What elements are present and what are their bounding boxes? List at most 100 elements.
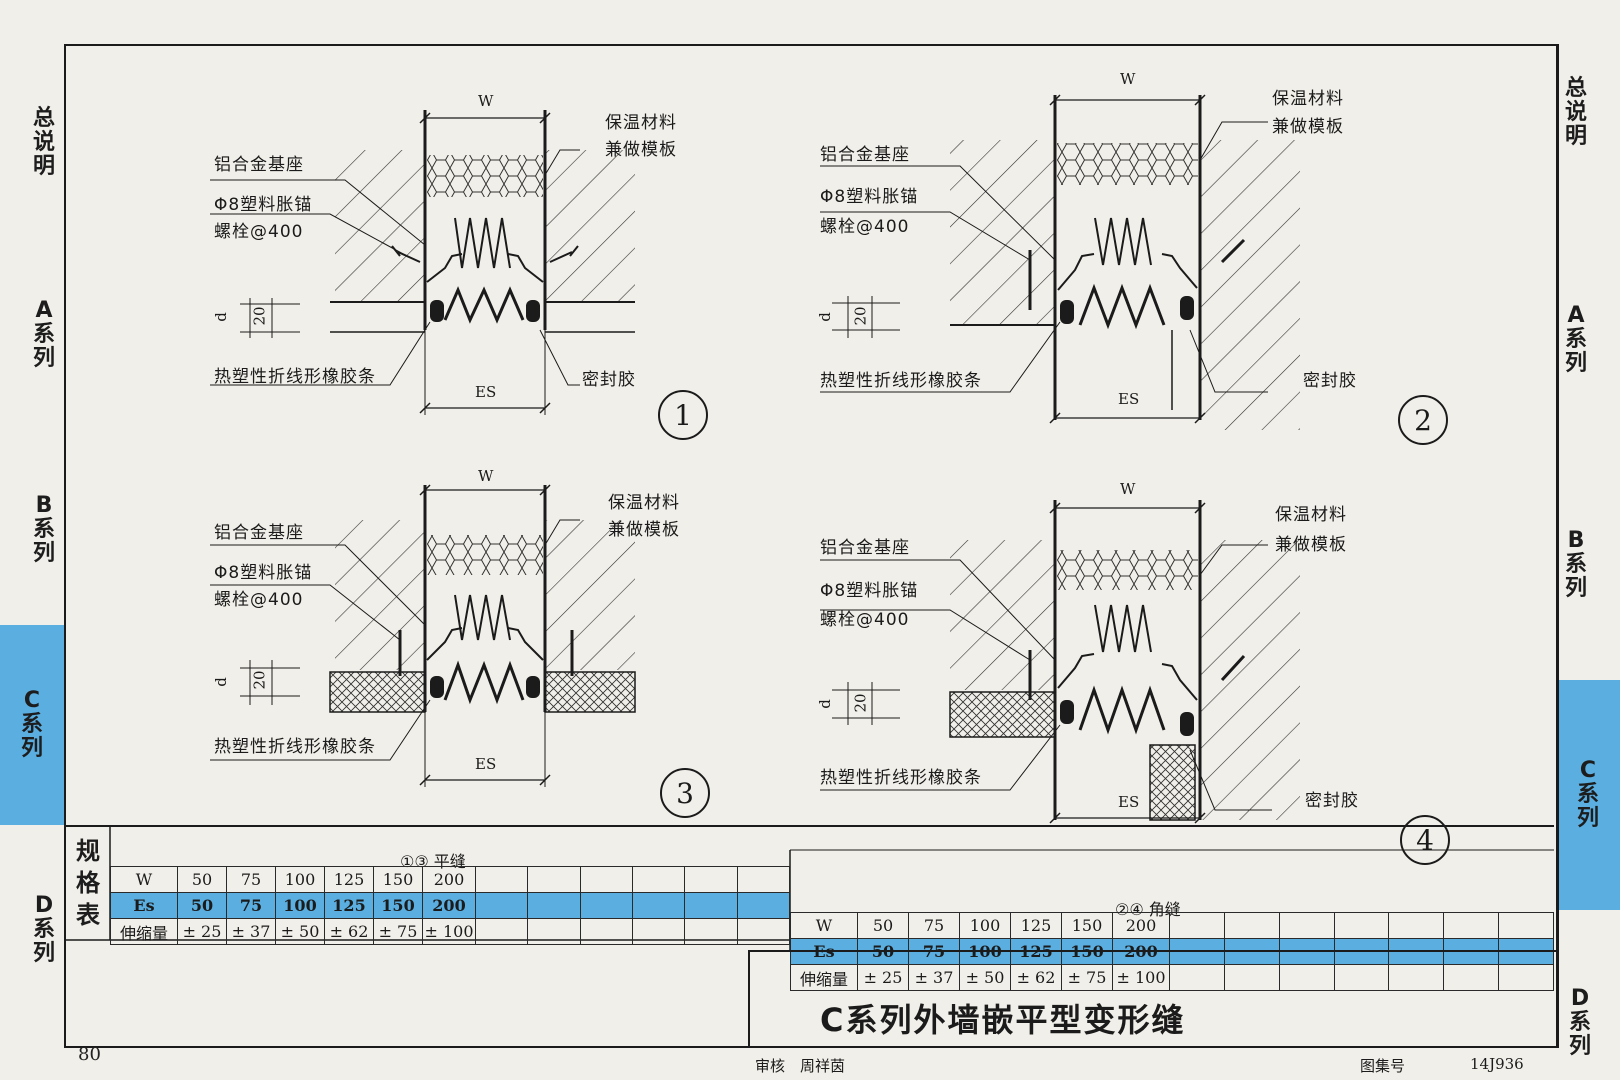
detail-2-insulation (1057, 143, 1198, 185)
table-cell (474, 892, 529, 919)
detail-1-anchor-label-2: 螺栓@400 (214, 222, 304, 242)
table-cell: ± 100 (1112, 964, 1170, 991)
detail-2-sealant-label: 密封胶 (1303, 371, 1357, 391)
detail-1-wall-right (545, 150, 635, 302)
detail-2-number: 2 (1398, 395, 1448, 445)
right-tab-a-series[interactable]: A 系 列 (1556, 295, 1596, 385)
detail-3-anchor-label-2: 螺栓@400 (214, 590, 304, 610)
detail-4-sealant-label: 密封胶 (1305, 791, 1359, 811)
table-cell: 200 (422, 866, 476, 893)
table-cell (1498, 964, 1554, 991)
left-tab-b-series[interactable]: B 系 列 (22, 485, 66, 575)
tab-char: 系 (20, 712, 43, 737)
detail-4-anchor-label-2: 螺栓@400 (820, 610, 910, 630)
flat-joint-table: W 50 75 100 125 150 200 Es 50 75 100 125… (110, 866, 791, 945)
detail-3-wall-left (335, 520, 425, 670)
right-tab-b-series[interactable]: B 系 列 (1556, 520, 1596, 610)
detail-3-number: 3 (660, 768, 710, 818)
tab-char: 说 (32, 129, 55, 155)
table-cell: ± 62 (1010, 964, 1062, 991)
title-block (748, 950, 1556, 1046)
table-cell: ± 37 (226, 918, 276, 945)
table-cell: 200 (1112, 912, 1170, 939)
detail-4-rubber-label: 热塑性折线形橡胶条 (820, 768, 982, 788)
left-tab-c-series[interactable]: C 系 列 (0, 625, 64, 825)
tab-char: 系 (32, 917, 55, 942)
detail-3-finish-right (544, 671, 636, 713)
detail-3-d-dim: d (211, 677, 230, 687)
detail-3-insulation-label-2: 兼做模板 (608, 520, 680, 540)
table-cell (1498, 912, 1554, 939)
table-cell: 150 (1061, 912, 1113, 939)
table-row: 伸缩量 ± 25 ± 37 ± 50 ± 62 ± 75 ± 100 (110, 918, 791, 945)
table-cell (1278, 912, 1335, 939)
table-cell: ± 50 (959, 964, 1011, 991)
table-cell (527, 918, 581, 945)
table-cell (579, 892, 633, 919)
table-cell: ± 100 (422, 918, 476, 945)
detail-1-es-dim: ES (475, 383, 497, 401)
table-cell (474, 866, 529, 893)
tab-char: 列 (1568, 1033, 1591, 1059)
tab-char: 明 (1564, 123, 1587, 149)
table-cell: 50 (177, 892, 227, 919)
tab-char: 系 (32, 517, 55, 542)
left-tab-d-series[interactable]: D 系 列 (22, 885, 66, 975)
tab-char: 明 (32, 153, 55, 179)
left-tab-general[interactable]: 总 说 明 (22, 95, 66, 190)
detail-1-wall-left (335, 150, 425, 302)
table-cell (1278, 964, 1335, 991)
reviewer-name: 周祥茵 (800, 1057, 846, 1075)
right-tab-general[interactable]: 总 说 明 (1556, 65, 1596, 160)
detail-2-anchor-label-1: Φ8塑料胀锚 (820, 187, 919, 207)
tab-char: 系 (32, 322, 55, 347)
tab-char: B (35, 493, 53, 518)
detail-3-graphic (210, 484, 636, 787)
tab-char: C (1579, 758, 1597, 783)
table-cell: 125 (324, 892, 374, 919)
table-cell: 100 (959, 912, 1011, 939)
table-cell (1169, 964, 1225, 991)
detail-2-wall-left (950, 140, 1055, 325)
detail-1-rubber-label: 热塑性折线形橡胶条 (214, 367, 376, 387)
tab-char: 系 (1564, 552, 1587, 577)
table-cell: W (790, 912, 858, 939)
detail-4-insulation (1057, 550, 1198, 590)
detail-2-insulation-label-2: 兼做模板 (1272, 117, 1344, 137)
table-cell (684, 918, 738, 945)
table-cell: ± 50 (275, 918, 325, 945)
table-cell: 75 (908, 912, 960, 939)
table-cell (579, 866, 633, 893)
detail-3-insulation-label-1: 保温材料 (608, 493, 680, 513)
table-cell (579, 918, 633, 945)
table-cell (631, 892, 686, 919)
tab-char: 列 (1564, 351, 1587, 376)
right-tab-d-series[interactable]: D 系 列 (1560, 975, 1600, 1070)
detail-3-wall-right (545, 520, 635, 670)
table-cell: 125 (324, 866, 374, 893)
table-cell: 75 (226, 866, 276, 893)
table-cell (736, 918, 791, 945)
detail-4-graphic (820, 500, 1300, 824)
table-cell (631, 918, 686, 945)
tab-char: 列 (32, 941, 55, 966)
detail-2-rubber-label: 热塑性折线形橡胶条 (820, 371, 982, 391)
detail-4-anchor-label-1: Φ8塑料胀锚 (820, 581, 919, 601)
tab-char: 列 (32, 346, 55, 371)
detail-2-wall-right (1200, 140, 1300, 430)
detail-2-20-dim: 20 (851, 306, 870, 326)
table-cell (1223, 912, 1280, 939)
detail-4-wall-right (1200, 540, 1300, 820)
table-cell: 50 (857, 912, 909, 939)
tab-char: 系 (1568, 1009, 1591, 1035)
left-tab-a-series[interactable]: A 系 列 (22, 290, 66, 380)
right-tab-c-series[interactable]: C 系 列 (1556, 680, 1620, 910)
table-cell (736, 892, 791, 919)
detail-1-base-label: 铝合金基座 (214, 155, 304, 175)
table-cell: 50 (177, 866, 227, 893)
review-label: 审核 (755, 1057, 786, 1075)
table-cell: ± 62 (324, 918, 374, 945)
detail-2-insulation-label-1: 保温材料 (1272, 89, 1344, 109)
